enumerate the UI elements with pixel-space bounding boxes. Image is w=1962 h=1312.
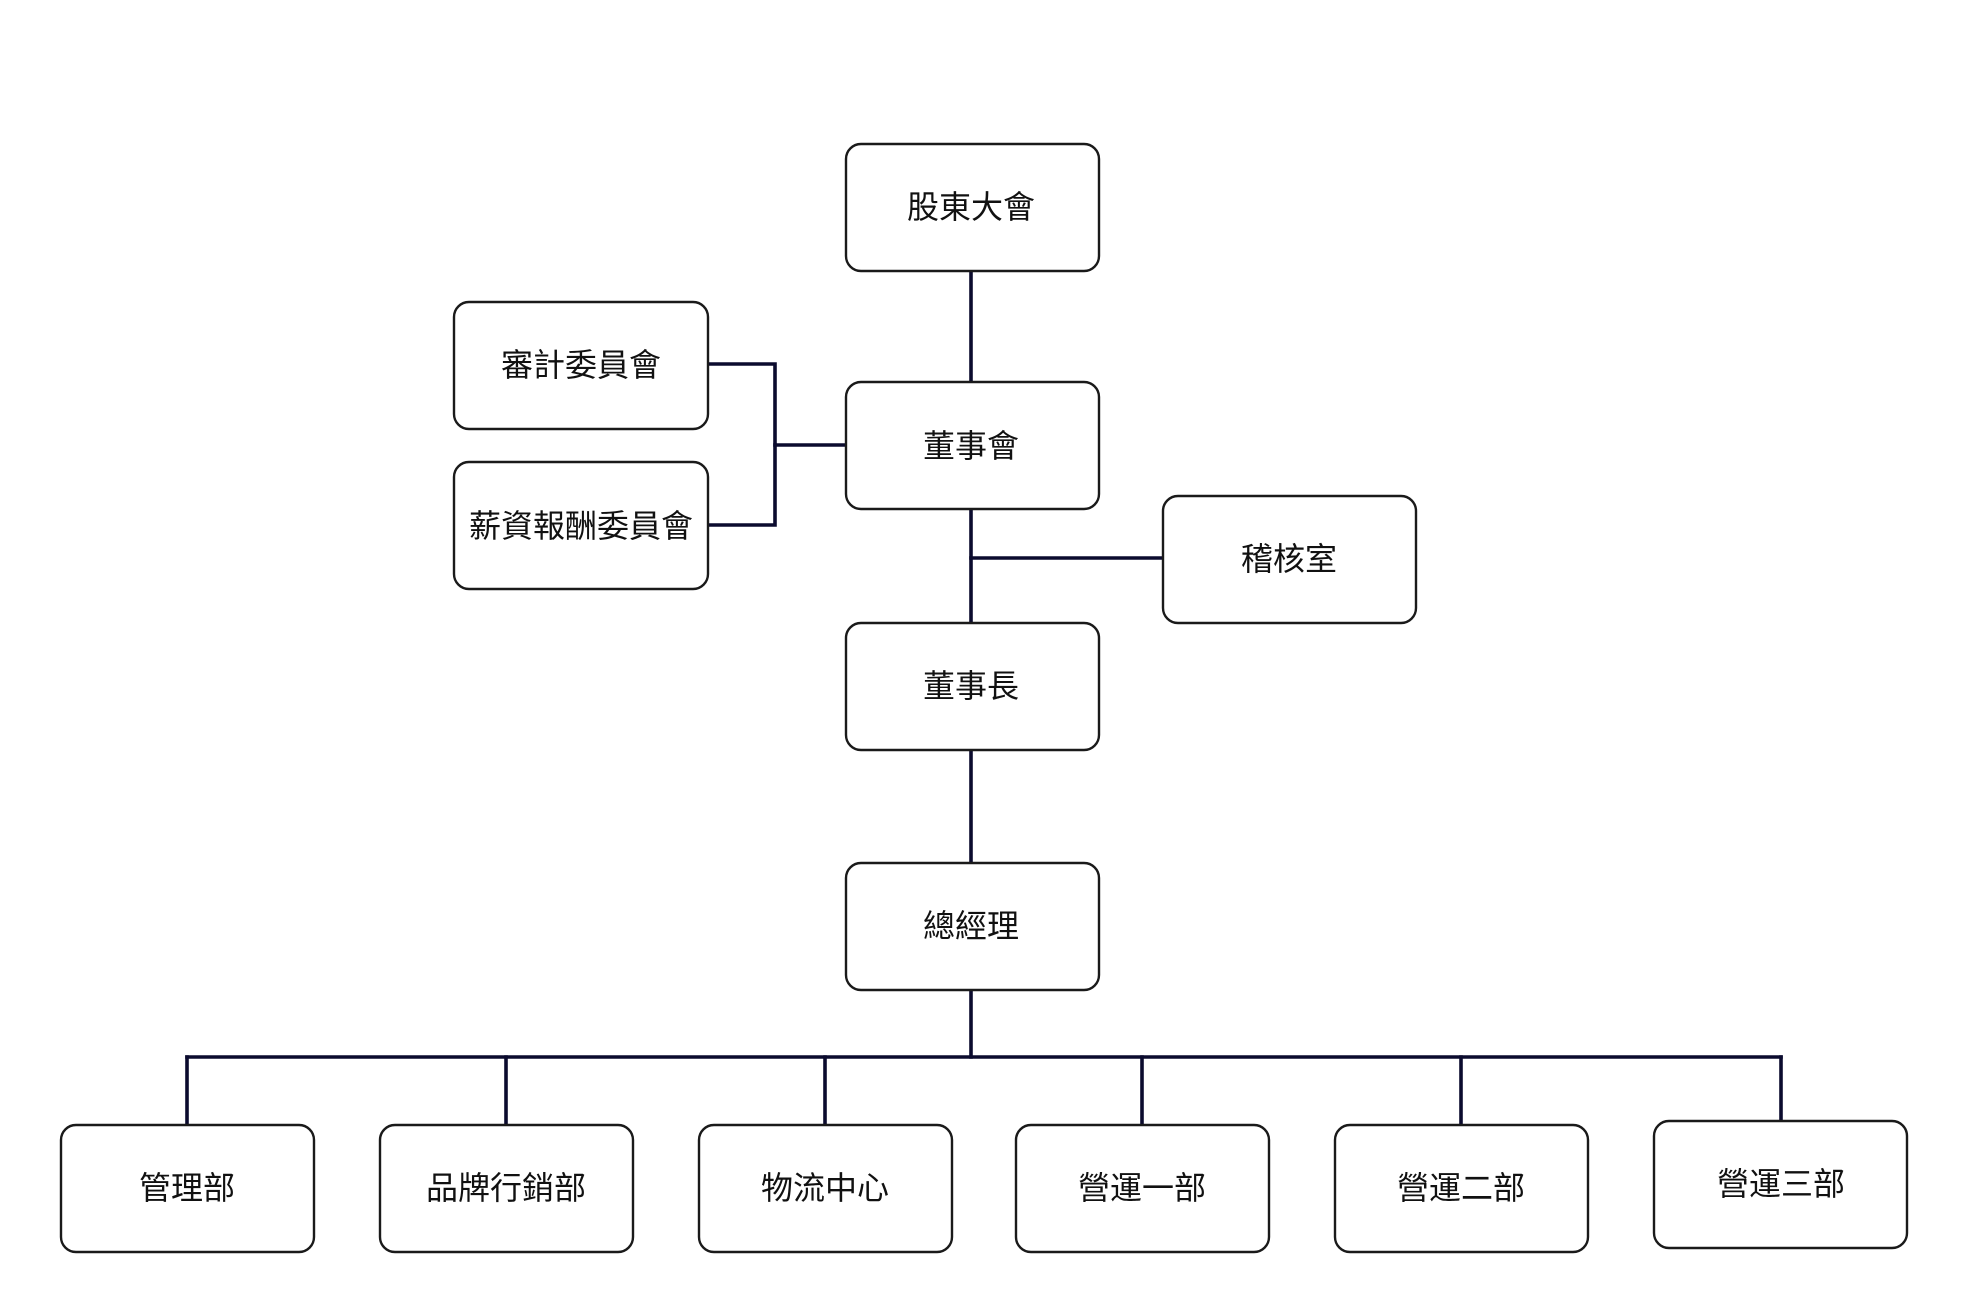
connector-compensation-committee — [706, 443, 777, 527]
node-box — [844, 861, 1101, 992]
node-shareholders-meeting[interactable]: 股東大會 — [844, 142, 1101, 273]
node-general-manager[interactable]: 總經理 — [844, 861, 1101, 992]
node-label: 股東大會 — [907, 188, 1035, 226]
node-audit-office[interactable]: 稽核室 — [1161, 494, 1418, 625]
node-box — [452, 460, 710, 591]
node-label: 總經理 — [923, 907, 1019, 945]
node-label: 營運二部 — [1397, 1169, 1525, 1207]
node-box — [844, 621, 1101, 752]
node-label: 董事長 — [923, 667, 1019, 705]
node-box — [59, 1123, 316, 1254]
node-operations-dept-3[interactable]: 營運三部 — [1652, 1119, 1909, 1250]
node-label: 薪資報酬委員會 — [469, 507, 693, 545]
node-label: 品牌行銷部 — [426, 1169, 586, 1207]
node-box — [378, 1123, 635, 1254]
node-label: 營運一部 — [1078, 1169, 1206, 1207]
node-label: 營運三部 — [1717, 1165, 1845, 1203]
node-operations-dept-1[interactable]: 營運一部 — [1014, 1123, 1271, 1254]
node-label: 稽核室 — [1241, 540, 1337, 578]
node-label: 管理部 — [139, 1169, 235, 1207]
node-label: 董事會 — [923, 427, 1019, 465]
node-label: 審計委員會 — [501, 346, 661, 384]
node-box — [1161, 494, 1418, 625]
node-box — [697, 1123, 954, 1254]
node-compensation-committee[interactable]: 薪資報酬委員會 — [452, 460, 710, 591]
node-box — [844, 142, 1101, 273]
node-box — [1333, 1123, 1590, 1254]
node-box — [1014, 1123, 1271, 1254]
node-brand-marketing-dept[interactable]: 品牌行銷部 — [378, 1123, 635, 1254]
node-audit-committee[interactable]: 審計委員會 — [452, 300, 710, 431]
node-logistics-center[interactable]: 物流中心 — [697, 1123, 954, 1254]
node-box — [1652, 1119, 1909, 1250]
node-chairman[interactable]: 董事長 — [844, 621, 1101, 752]
node-operations-dept-2[interactable]: 營運二部 — [1333, 1123, 1590, 1254]
node-label: 物流中心 — [761, 1169, 889, 1207]
connectors — [185, 270, 1783, 1127]
connector-audit-committee — [706, 362, 848, 447]
node-box — [844, 380, 1101, 511]
node-administration-dept[interactable]: 管理部 — [59, 1123, 316, 1254]
node-box — [452, 300, 710, 431]
node-board-of-directors[interactable]: 董事會 — [844, 380, 1101, 511]
